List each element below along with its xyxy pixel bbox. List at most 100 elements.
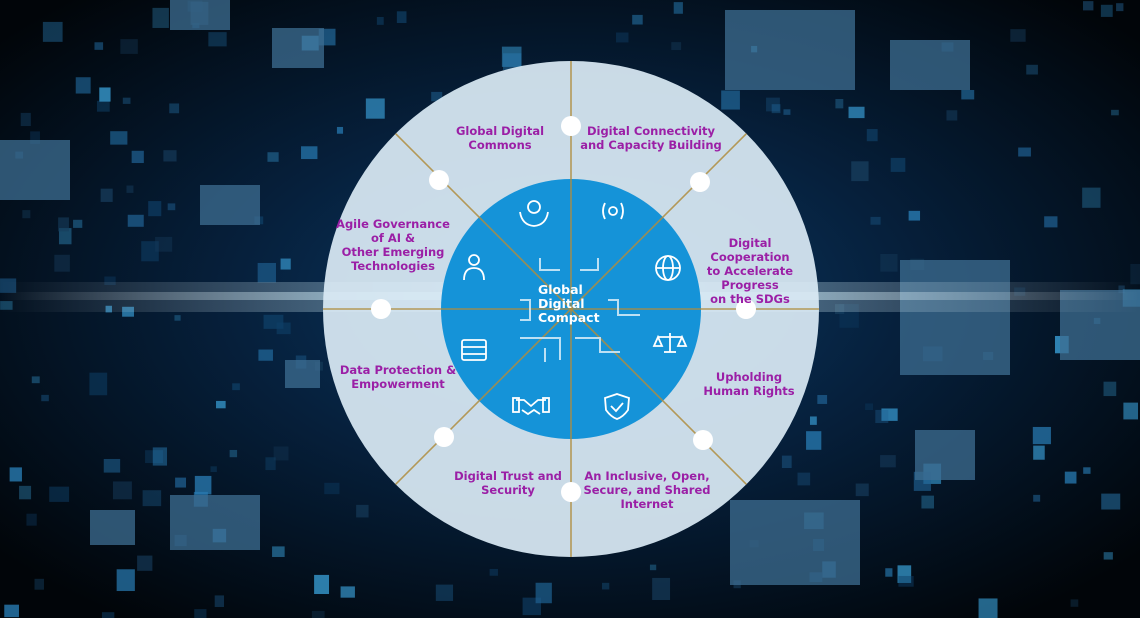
background-tile [73, 219, 83, 228]
background-tile [131, 150, 144, 164]
background-tile [41, 394, 49, 402]
background-tile [1064, 471, 1077, 484]
background-photo-tile [915, 430, 975, 480]
segment-dots [371, 116, 756, 502]
background-tile [1100, 4, 1113, 17]
background-tile [101, 612, 115, 618]
background-tile [503, 53, 522, 70]
background-tile [797, 472, 811, 486]
background-tile [880, 253, 898, 272]
background-tile [175, 477, 187, 488]
background-tile [276, 322, 291, 335]
background-tile [881, 408, 898, 421]
background-tile [155, 236, 173, 252]
background-tile [817, 395, 828, 404]
shield-check-icon [604, 393, 630, 420]
background-tile [602, 582, 610, 590]
background-tile [851, 161, 869, 182]
background-tile [311, 610, 325, 618]
background-tile [4, 604, 19, 618]
background-tile [781, 455, 792, 469]
background-photo-tile [90, 510, 135, 545]
background-tile [103, 458, 121, 473]
background-tile [314, 574, 330, 595]
background-tile [673, 2, 683, 14]
background-tile [866, 129, 878, 142]
background-tile [835, 98, 844, 109]
background-tile [875, 409, 889, 424]
background-tile [152, 447, 168, 466]
background-tile [110, 131, 128, 145]
background-tile [26, 513, 37, 526]
background-tile [1111, 109, 1119, 116]
background-tile [1032, 426, 1051, 445]
background-tile [96, 100, 110, 112]
network-signal-icon [602, 202, 624, 220]
background-tile [94, 42, 104, 50]
background-tile [489, 568, 498, 576]
database-icon [461, 339, 487, 361]
background-tile [152, 7, 169, 28]
segment-label-data-protection: Data Protection & Empowerment [339, 363, 457, 391]
background-tile [22, 210, 31, 219]
background-tile [141, 241, 159, 262]
background-tile [809, 416, 817, 425]
background-tile [100, 188, 113, 202]
segment-label-digital-trust: Digital Trust and Security [454, 469, 562, 497]
background-photo-tile [900, 260, 1010, 375]
background-tile [501, 46, 522, 67]
background-tile [535, 582, 552, 604]
background-photo-tile [285, 360, 320, 388]
background-tile [272, 546, 285, 557]
segment-label-inclusive-internet: An Inclusive, Open, Secure, and Shared I… [583, 469, 711, 511]
helping-hands-globe-icon [519, 200, 549, 227]
background-tile [908, 210, 921, 221]
segment-dot [429, 170, 449, 190]
background-tile [174, 315, 181, 321]
background-tile [120, 39, 138, 54]
background-tile [340, 586, 355, 598]
background-tile [99, 87, 111, 102]
background-tile [280, 258, 291, 270]
segment-dot [434, 427, 454, 447]
background-tile [31, 376, 40, 384]
background-tile [721, 90, 740, 110]
background-tile [1018, 147, 1031, 157]
background-tile [127, 214, 144, 227]
background-tile [1026, 64, 1038, 75]
background-tile [1082, 187, 1101, 208]
background-tile [1044, 216, 1058, 228]
background-tile [885, 568, 893, 577]
background-tile [89, 372, 108, 396]
circuit-traces-graphic [520, 258, 640, 362]
background-tile [116, 569, 135, 592]
background-photo-tile [170, 495, 260, 550]
segment-dot [371, 299, 391, 319]
background-tile [229, 449, 238, 458]
background-tile [20, 112, 31, 127]
background-tile [806, 431, 822, 450]
background-tile [880, 455, 896, 468]
background-tile [671, 42, 682, 51]
background-tile [258, 349, 273, 361]
segment-label-digital-cooperation: Digital Cooperation to Accelerate Progre… [706, 236, 794, 306]
background-tile [58, 217, 69, 232]
background-tile [58, 228, 72, 245]
background-tile [148, 201, 162, 217]
background-tile [865, 403, 874, 411]
background-tile [122, 97, 131, 104]
person-ai-icon [463, 254, 485, 281]
background-tile [1103, 552, 1113, 560]
background-tile [216, 400, 226, 409]
background-tile [194, 609, 207, 618]
background-tile [34, 578, 44, 590]
segment-dot [561, 116, 581, 136]
center-title: Global Digital Compact [538, 282, 600, 325]
background-tile [1116, 3, 1124, 12]
background-photo-tile [890, 40, 970, 90]
background-tile [1033, 494, 1041, 502]
background-tile [652, 577, 671, 600]
background-tile [946, 110, 958, 121]
background-photo-tile [730, 500, 860, 585]
background-tile [1103, 381, 1117, 397]
